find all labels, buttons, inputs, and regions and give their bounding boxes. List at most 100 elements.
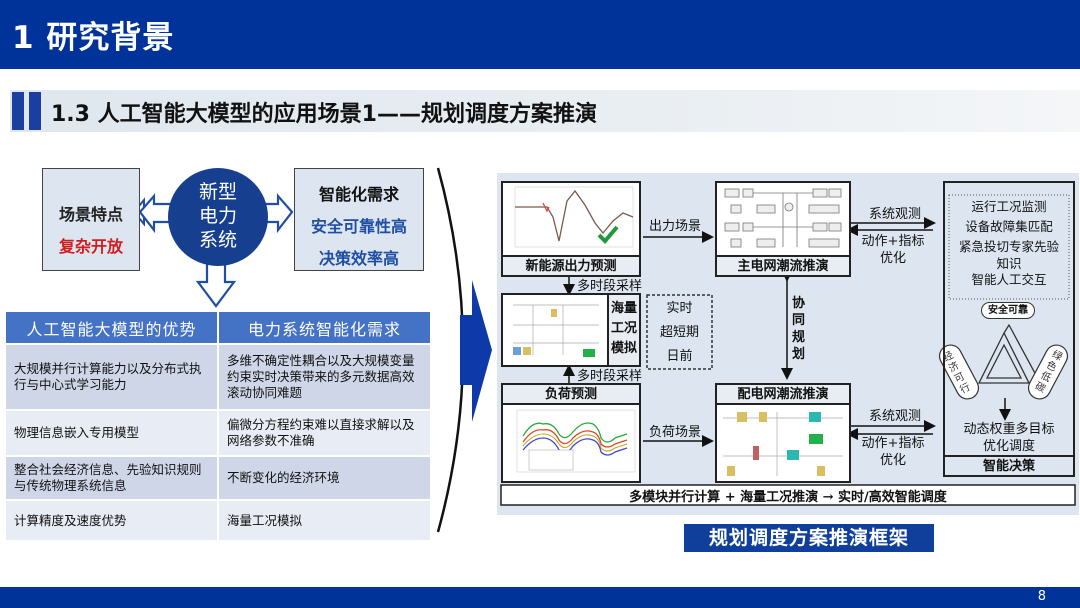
distribution-grid-label: 配电网潮流推演 <box>717 385 849 405</box>
table-row: 物理信息嵌入专用模型 偏微分方程约束难以直接求解以及网络参数不准确 <box>6 409 432 456</box>
advantages-table: 人工智能大模型的优势 电力系统智能化需求 大规模并行计算能力以及分布式执行与中心… <box>6 312 432 540</box>
table-cell: 物理信息嵌入专用模型 <box>6 409 219 456</box>
dynamic-opt-text: 动态权重多目标 <box>963 422 1055 437</box>
decision-item: 智能人工交互 <box>971 272 1047 287</box>
action-opt-text: 优化 <box>879 453 906 468</box>
table-cell: 计算精度及速度优势 <box>6 499 219 540</box>
decision-items-box <box>948 194 1070 300</box>
table-row: 整合社会经济信息、先验知识规则与传统物理系统信息 不断变化的经济环境 <box>6 455 432 500</box>
center-line: 系统 <box>198 229 237 251</box>
table-header-row: 人工智能大模型的优势 电力系统智能化需求 <box>6 312 432 344</box>
diagram-arrows <box>132 193 294 308</box>
page-title: 1 研究背景 <box>12 20 175 56</box>
action-opt-text: 动作+指标 <box>861 234 925 249</box>
dynamic-opt-text: 优化调度 <box>982 439 1035 454</box>
table-cell: 不断变化的经济环境 <box>218 455 432 500</box>
badge-econ-pill <box>938 344 980 400</box>
center-line: 电力 <box>198 205 237 227</box>
title-stripe-icon <box>29 92 41 130</box>
coplan-label: 协 同 规 划 <box>792 295 805 363</box>
action-opt-bottom: 动作+指标 优化 <box>853 435 933 469</box>
observe-label-bottom: 系统观测 <box>869 409 922 424</box>
needs-item: 决策效率高 <box>318 249 399 268</box>
sim-text: 海量 <box>610 301 637 316</box>
load-forecast-label: 负荷预测 <box>503 385 639 405</box>
sampling-label-top: 多时段采样 <box>577 279 643 294</box>
observe-label-top: 系统观测 <box>869 207 922 222</box>
sim-text: 工况 <box>610 321 637 336</box>
action-opt-text: 优化 <box>879 251 906 266</box>
header-bar: 1 研究背景 <box>0 0 1080 69</box>
decision-item: 紧急投切专家先验 <box>958 239 1059 254</box>
action-opt-top: 动作+指标 优化 <box>853 233 933 267</box>
renewable-forecast-label: 新能源出力预测 <box>503 255 639 275</box>
load-forecast-panel: 负荷预测 <box>501 383 641 483</box>
framework-diagram: 新能源出力预测 主电网潮流推演 <box>497 173 1079 515</box>
bracket-curve <box>436 167 492 533</box>
time-scale-item: 实时 <box>666 301 693 316</box>
massive-simulation-label: 海量 工况 模拟 <box>607 295 639 365</box>
smart-decision-panel: 智能决策 <box>943 181 1075 477</box>
page-number: 8 <box>1037 589 1046 604</box>
footer-bar: 8 <box>0 587 1080 608</box>
table-cell: 大规模并行计算能力以及分布式执行与中心式学习能力 <box>6 343 219 410</box>
curve-line-icon <box>436 167 465 533</box>
badge-safe: 安全可靠 <box>981 302 1035 319</box>
main-grid-diagram <box>724 188 842 248</box>
time-scale-item: 超短期 <box>659 325 699 340</box>
table-cell: 整合社会经济信息、先验知识规则与传统物理系统信息 <box>6 455 219 500</box>
coplan-char: 同 <box>792 313 806 328</box>
decision-items: 运行工况监测 设备故障集匹配 紧急投切专家先验 知识 智能人工交互 <box>949 197 1069 289</box>
framework-caption: 规划调度方案推演框架 <box>684 524 934 552</box>
action-opt-text: 动作+指标 <box>861 436 925 451</box>
new-power-system-ellipse: 新型 电力 系统 <box>168 168 268 266</box>
table-row: 计算精度及速度优势 海量工况模拟 <box>6 499 432 540</box>
output-scene-label: 出力场景 <box>649 219 702 234</box>
renewable-forecast-panel: 新能源出力预测 <box>501 181 641 277</box>
scene-features-value: 复杂开放 <box>58 237 123 256</box>
checkmark-icon <box>597 225 619 244</box>
needs-title: 智能化需求 <box>318 185 399 204</box>
renewable-forecast-chart <box>514 186 634 248</box>
badge-green-pill <box>1027 344 1069 400</box>
intelligent-needs-box: 智能化需求 安全可靠性高 决策效率高 <box>294 168 424 271</box>
right-arrow-icon <box>460 280 492 422</box>
table-cell: 偏微分方程约束难以直接求解以及网络参数不准确 <box>218 409 432 456</box>
section-title-bar: 1.3 人工智能大模型的应用场景1——规划调度方案推演 <box>10 90 1080 132</box>
load-forecast-chart <box>516 409 636 473</box>
time-scales: 实时 超短期 日前 <box>647 297 712 369</box>
coplan-char: 划 <box>792 347 806 362</box>
table-cell: 多维不确定性耦合以及大规模变量约束实时决策带来的多元数据高效滚动协同难题 <box>218 343 432 410</box>
coplan-char: 协 <box>792 296 806 311</box>
bottom-summary: 多模块并行计算 + 海量工况推演 → 实时/高效智能调度 <box>629 490 947 505</box>
massive-simulation-panel: 海量 工况 模拟 <box>501 293 641 367</box>
dynamic-opt: 动态权重多目标 优化调度 <box>947 421 1071 455</box>
scene-features-title: 场景特点 <box>58 205 123 224</box>
section-subtitle: 1.3 人工智能大模型的应用场景1——规划调度方案推演 <box>51 102 597 127</box>
decision-item: 知识 <box>996 256 1022 271</box>
bottom-summary-box <box>500 484 1076 506</box>
smart-decision-label: 智能决策 <box>945 455 1073 475</box>
main-grid-label: 主电网潮流推演 <box>717 255 849 275</box>
decision-item: 设备故障集匹配 <box>965 219 1053 234</box>
main-grid-panel: 主电网潮流推演 <box>715 181 851 277</box>
column-header: 人工智能大模型的优势 <box>6 312 219 344</box>
distribution-grid-diagram <box>723 412 843 476</box>
table-row: 大规模并行计算能力以及分布式执行与中心式学习能力 多维不确定性耦合以及大规模变量… <box>6 343 432 410</box>
decision-item: 运行工况监测 <box>971 199 1047 214</box>
column-header: 电力系统智能化需求 <box>218 312 432 344</box>
title-stripe-icon <box>12 92 24 130</box>
scene-features-box: 场景特点 复杂开放 <box>42 168 140 271</box>
coplan-char: 规 <box>792 330 806 345</box>
simulation-diagram <box>513 304 599 357</box>
sim-text: 模拟 <box>610 341 637 356</box>
distribution-grid-panel: 配电网潮流推演 <box>715 383 851 483</box>
time-scales-box <box>646 294 713 370</box>
down-arrow-icon <box>195 258 237 308</box>
sampling-label-bottom: 多时段采样 <box>577 369 643 384</box>
framework-connectors <box>500 194 1076 506</box>
load-scene-label: 负荷场景 <box>649 425 702 440</box>
center-line: 新型 <box>198 181 237 203</box>
table-cell: 海量工况模拟 <box>218 499 432 540</box>
needs-item: 安全可靠性高 <box>310 217 407 236</box>
